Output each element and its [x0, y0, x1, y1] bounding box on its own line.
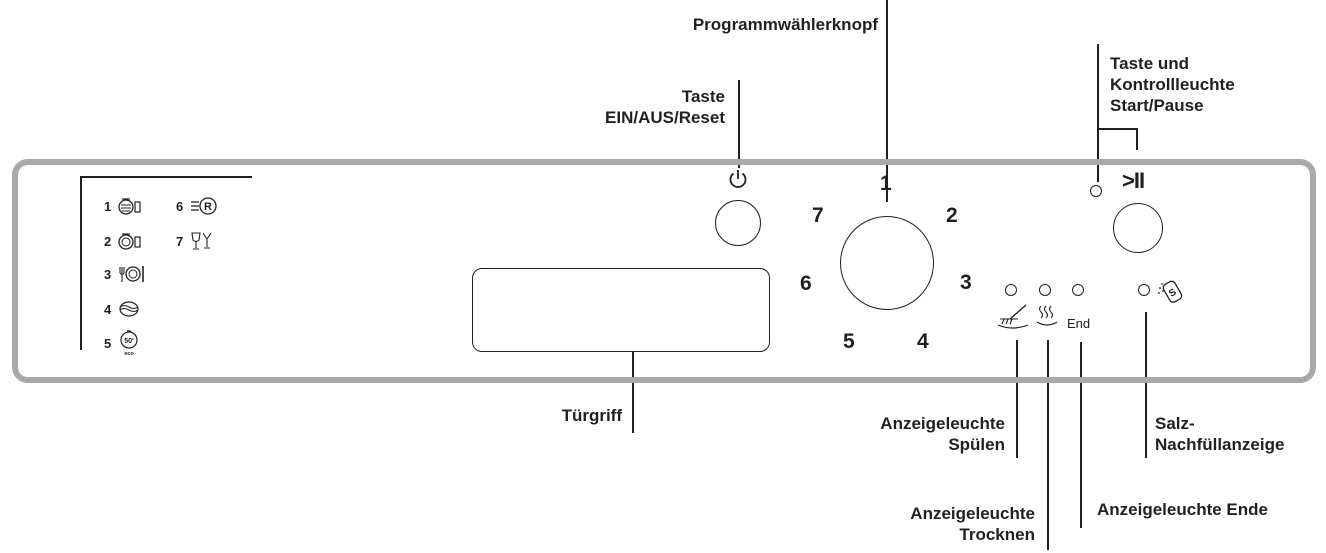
- dial-number-4: 4: [917, 330, 929, 353]
- leader-program-selector: [886, 0, 888, 202]
- power-icon: [729, 170, 747, 188]
- leader-onoff-button: [738, 80, 740, 168]
- program-item-2: 2: [104, 231, 143, 251]
- program-number: 1: [104, 198, 112, 214]
- callout-rinse-line1: Anzeigeleuchte: [880, 414, 1005, 433]
- dial-number-3: 3: [960, 271, 972, 294]
- dial-number-2: 2: [946, 204, 958, 227]
- leader-door-handle: [632, 316, 634, 433]
- program-number: 4: [104, 301, 112, 317]
- callout-dry-indicator: Anzeigeleuchte Trocknen: [830, 503, 1035, 545]
- dial-number-7: 7: [812, 204, 824, 227]
- program-item-7: 7: [176, 231, 215, 251]
- program-selector-dial[interactable]: [840, 216, 934, 310]
- callout-start-pause-line2: Kontrollleuchte: [1110, 75, 1235, 94]
- dial-number-6: 6: [800, 272, 812, 295]
- program-item-6: 6 R: [176, 196, 219, 216]
- callout-dry-line1: Anzeigeleuchte: [910, 504, 1035, 523]
- end-led: [1072, 284, 1084, 296]
- leader-end-indicator: [1080, 342, 1082, 528]
- callout-onoff-line1: Taste: [681, 87, 725, 106]
- callout-start-pause-line3: Start/Pause: [1110, 96, 1204, 115]
- svg-text:S: S: [1167, 287, 1179, 300]
- dial-number-1: 1: [880, 172, 892, 195]
- callout-onoff-button: Taste EIN/AUS/Reset: [520, 86, 725, 128]
- salt-icon: S: [1158, 280, 1183, 303]
- timer-label: 50': [125, 338, 135, 345]
- program-item-4: 4: [104, 299, 143, 319]
- callout-program-selector: Programmwählerknopf: [692, 15, 878, 34]
- program-item-1: 1: [104, 196, 143, 216]
- dial-number-5: 5: [843, 330, 855, 353]
- callout-end-indicator: Anzeigeleuchte Ende: [1097, 500, 1268, 519]
- onoff-reset-button[interactable]: [715, 200, 761, 246]
- rapid-r-icon: R: [191, 197, 217, 215]
- start-pause-symbol: >II: [1122, 168, 1145, 193]
- callout-door-handle: Türgriff: [561, 406, 622, 425]
- control-panel: [12, 159, 1316, 383]
- program-item-3: 3: [104, 264, 147, 284]
- rinse-aid-led: [1005, 284, 1017, 296]
- drying-icon: [1036, 305, 1058, 326]
- eco-label: eco: [124, 351, 134, 356]
- callout-rinse-indicator: Anzeigeleuchte Spülen: [800, 413, 1005, 455]
- leader-start-pause-button: [1136, 128, 1138, 150]
- pot-icon: [118, 233, 141, 250]
- leader-rinse-indicator: [1016, 340, 1018, 458]
- callout-onoff-line2: EIN/AUS/Reset: [605, 108, 725, 127]
- intensive-pot-icon: [118, 198, 141, 215]
- leader-salt-indicator: [1145, 312, 1147, 458]
- end-label: End: [1067, 316, 1091, 331]
- rapid-label: R: [204, 201, 212, 213]
- program-number: 5: [104, 335, 112, 351]
- leader-dry-indicator: [1047, 340, 1049, 550]
- rinse-aid-icon: [997, 304, 1029, 329]
- program-number: 3: [104, 266, 112, 282]
- callout-rinse-line2: Spülen: [948, 435, 1005, 454]
- program-legend-top-line: [80, 176, 252, 178]
- eco-wave-icon: [119, 301, 139, 317]
- start-pause-led: [1090, 185, 1102, 197]
- callout-salt-line1: Salz-: [1155, 414, 1195, 433]
- salt-led: [1138, 284, 1150, 296]
- program-item-5: 5 50' eco: [104, 330, 141, 356]
- program-number: 2: [104, 233, 112, 249]
- leader-start-pause-bar: [1097, 128, 1137, 130]
- timer-50-eco-icon: 50' eco: [120, 330, 138, 356]
- callout-start-pause-line1: Taste und: [1110, 54, 1190, 73]
- plate-cutlery-icon: [119, 266, 145, 282]
- program-legend-divider: [80, 176, 82, 350]
- program-number: 6: [176, 198, 184, 214]
- callout-dry-line2: Trocknen: [959, 525, 1035, 544]
- callout-start-pause: Taste und Kontrollleuchte Start/Pause: [1110, 53, 1235, 116]
- callout-salt-line2: Nachfüllanzeige: [1155, 435, 1285, 454]
- callout-salt-indicator: Salz- Nachfüllanzeige: [1155, 413, 1284, 455]
- start-pause-button[interactable]: [1113, 203, 1163, 253]
- glass-icon: [191, 232, 212, 250]
- door-handle[interactable]: [472, 268, 770, 352]
- drying-led: [1039, 284, 1051, 296]
- program-number: 7: [176, 233, 184, 249]
- leader-start-pause-led: [1097, 44, 1099, 182]
